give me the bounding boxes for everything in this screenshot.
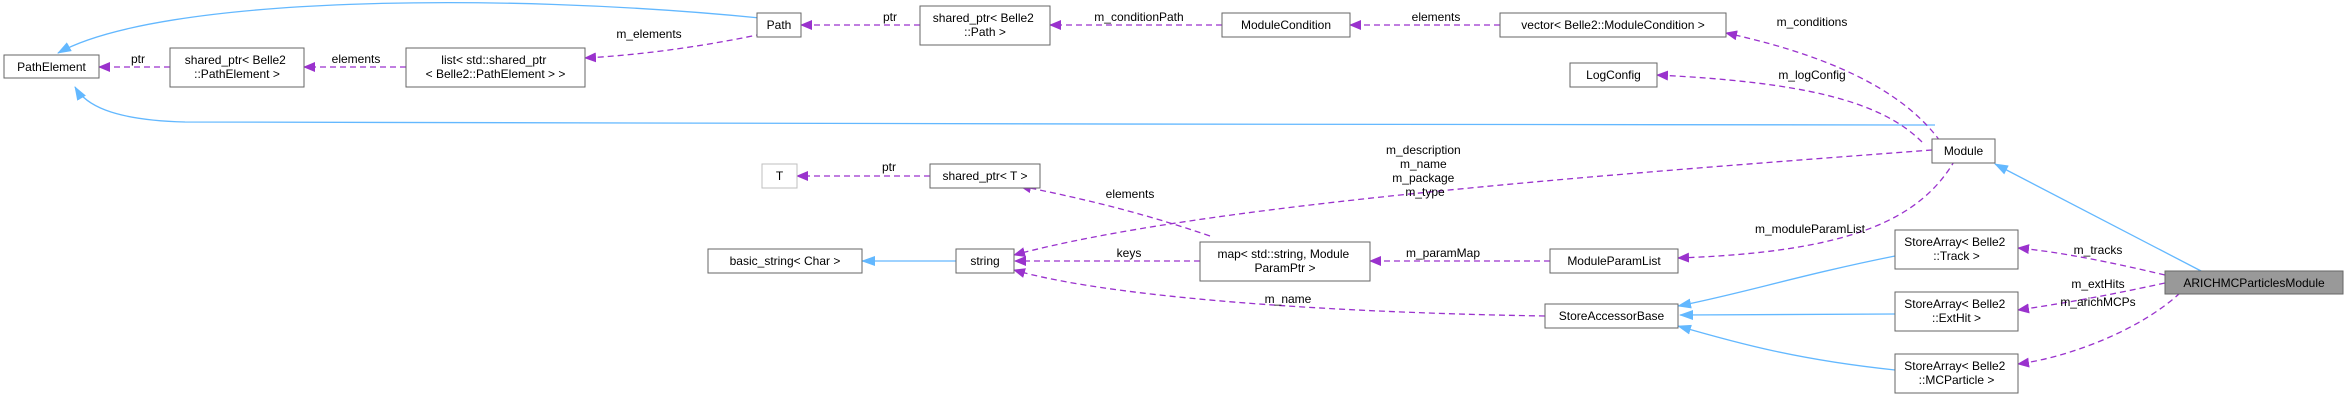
edge-m-exthits bbox=[2017, 282, 2166, 314]
edge-label-elements-cond: elements bbox=[1412, 10, 1461, 24]
svg-text:vector< Belle2::ModuleConditio: vector< Belle2::ModuleCondition > bbox=[1521, 18, 1704, 32]
edge-track-inherits-storeaccessor bbox=[1677, 255, 1896, 309]
edge-module-inherits-pathelement bbox=[74, 86, 1936, 126]
svg-text:StoreArray< Belle2 ::M: StoreArray< Belle2 ::MCParticle > bbox=[1904, 359, 2008, 387]
node-list-shared-ptr[interactable]: list< std::shared_ptr < Belle2::PathElem… bbox=[405, 47, 586, 88]
edge-elements-map bbox=[1019, 183, 1211, 237]
edge-m-tracks bbox=[2017, 244, 2166, 276]
edge-label-m-parammap: m_paramMap bbox=[1406, 246, 1480, 260]
edge-label-ptr-pe: ptr bbox=[131, 52, 145, 66]
node-vector-module-condition[interactable]: vector< Belle2::ModuleCondition > bbox=[1499, 12, 1727, 38]
svg-text:list< std::shared_ptr: list< std::shared_ptr < Belle2::PathElem… bbox=[426, 53, 566, 81]
nodes: PathElement shared_ptr< Belle2 ::PathEle… bbox=[3, 5, 2344, 394]
edge-label-ptr-path: ptr bbox=[883, 10, 897, 24]
svg-text:Path: Path bbox=[767, 18, 792, 32]
svg-text:string: string bbox=[970, 254, 999, 268]
edge-label-m-conditionpath: m_conditionPath bbox=[1094, 10, 1183, 24]
edge-label-m-arichmcps: m_arichMCPs bbox=[2060, 295, 2135, 309]
edge-label-m-exthits: m_extHits bbox=[2071, 277, 2124, 291]
edge-label-ptr-t: ptr bbox=[882, 160, 896, 174]
edge-label-module-strings: m_description m_name m_package m_type bbox=[1386, 143, 1464, 199]
node-string[interactable]: string bbox=[955, 248, 1015, 274]
node-shared-ptr-path[interactable]: shared_ptr< Belle2 ::Path > bbox=[919, 5, 1051, 46]
edge-label-keys: keys bbox=[1117, 246, 1142, 260]
node-shared-ptr-path-element[interactable]: shared_ptr< Belle2 ::PathElement > bbox=[169, 47, 305, 88]
edge-module-strings bbox=[1013, 149, 1933, 257]
node-store-array-track[interactable]: StoreArray< Belle2 ::Track > bbox=[1894, 229, 2019, 270]
node-arich-mcparticles-module[interactable]: ARICHMCParticlesModule bbox=[2164, 270, 2344, 295]
node-module-condition[interactable]: ModuleCondition bbox=[1221, 12, 1351, 38]
edge-m-logconfig bbox=[1656, 70, 1923, 143]
node-module-param-list[interactable]: ModuleParamList bbox=[1549, 248, 1679, 274]
edge-label-m-conditions: m_conditions bbox=[1777, 15, 1848, 29]
svg-text:Module: Module bbox=[1944, 144, 1984, 158]
svg-text:LogConfig: LogConfig bbox=[1586, 68, 1641, 82]
svg-text:StoreArray< Belle2 ::E: StoreArray< Belle2 ::ExtHit > bbox=[1904, 297, 2008, 325]
node-store-array-mcparticle[interactable]: StoreArray< Belle2 ::MCParticle > bbox=[1894, 353, 2019, 394]
edge-m-arichmcps bbox=[2017, 292, 2181, 368]
node-module[interactable]: Module bbox=[1931, 138, 1996, 164]
edge-m-conditions bbox=[1725, 30, 1941, 142]
svg-text:StoreArray< Belle2 ::T: StoreArray< Belle2 ::Track > bbox=[1904, 235, 2008, 263]
edge-label-elements-list: elements bbox=[332, 52, 381, 66]
node-shared-ptr-t[interactable]: shared_ptr< T > bbox=[929, 163, 1041, 189]
edge-m-elements bbox=[584, 33, 763, 63]
svg-text:PathElement: PathElement bbox=[17, 60, 86, 74]
node-path-element[interactable]: PathElement bbox=[3, 54, 100, 79]
svg-text:shared_ptr< Belle2 ::P: shared_ptr< Belle2 ::Path > bbox=[933, 11, 1037, 39]
node-log-config[interactable]: LogConfig bbox=[1569, 62, 1658, 88]
node-store-array-exthit[interactable]: StoreArray< Belle2 ::ExtHit > bbox=[1894, 291, 2019, 332]
edge-m-moduleparamlist bbox=[1677, 159, 1956, 263]
svg-text:map< std::string, Module: map< std::string, Module ParamPtr > bbox=[1217, 247, 1352, 275]
node-t[interactable]: T bbox=[761, 163, 798, 189]
edge-label-m-tracks: m_tracks bbox=[2074, 243, 2123, 257]
node-path[interactable]: Path bbox=[756, 12, 802, 38]
svg-text:ModuleParamList: ModuleParamList bbox=[1567, 254, 1661, 268]
edge-path-inherits-pathelement bbox=[57, 1, 761, 54]
inheritance-edges bbox=[57, 1, 2204, 371]
svg-text:ARICHMCParticlesModule: ARICHMCParticlesModule bbox=[2183, 276, 2325, 290]
node-basic-string[interactable]: basic_string< Char > bbox=[707, 248, 863, 274]
usage-edges bbox=[98, 20, 2181, 368]
svg-text:shared_ptr< Belle2 ::P: shared_ptr< Belle2 ::PathElement > bbox=[185, 53, 289, 81]
edge-m-name-store bbox=[1013, 268, 1546, 317]
edge-mcparticle-inherits-storeaccessor bbox=[1677, 324, 1896, 371]
edge-exthit-inherits-storeaccessor bbox=[1679, 309, 1896, 320]
edge-label-m-moduleparamlist: m_moduleParamList bbox=[1755, 222, 1866, 236]
node-store-accessor-base[interactable]: StoreAccessorBase bbox=[1544, 303, 1679, 329]
node-map-param[interactable]: map< std::string, Module ParamPtr > bbox=[1199, 241, 1371, 282]
edge-label-m-elements: m_elements bbox=[616, 27, 681, 41]
svg-text:StoreAccessorBase: StoreAccessorBase bbox=[1559, 309, 1665, 323]
edge-labels: ptr elements m_elements ptr m_conditionP… bbox=[131, 10, 2136, 309]
edge-label-m-logconfig: m_logConfig bbox=[1778, 68, 1845, 82]
edge-arich-inherits-module bbox=[1994, 163, 2204, 273]
svg-text:shared_ptr< T >: shared_ptr< T > bbox=[943, 169, 1028, 183]
edge-label-m-name-store: m_name bbox=[1265, 292, 1312, 306]
svg-text:basic_string< Char >: basic_string< Char > bbox=[730, 254, 841, 268]
svg-text:ModuleCondition: ModuleCondition bbox=[1241, 18, 1331, 32]
svg-text:T: T bbox=[776, 169, 784, 183]
edge-label-elements-map: elements bbox=[1106, 187, 1155, 201]
